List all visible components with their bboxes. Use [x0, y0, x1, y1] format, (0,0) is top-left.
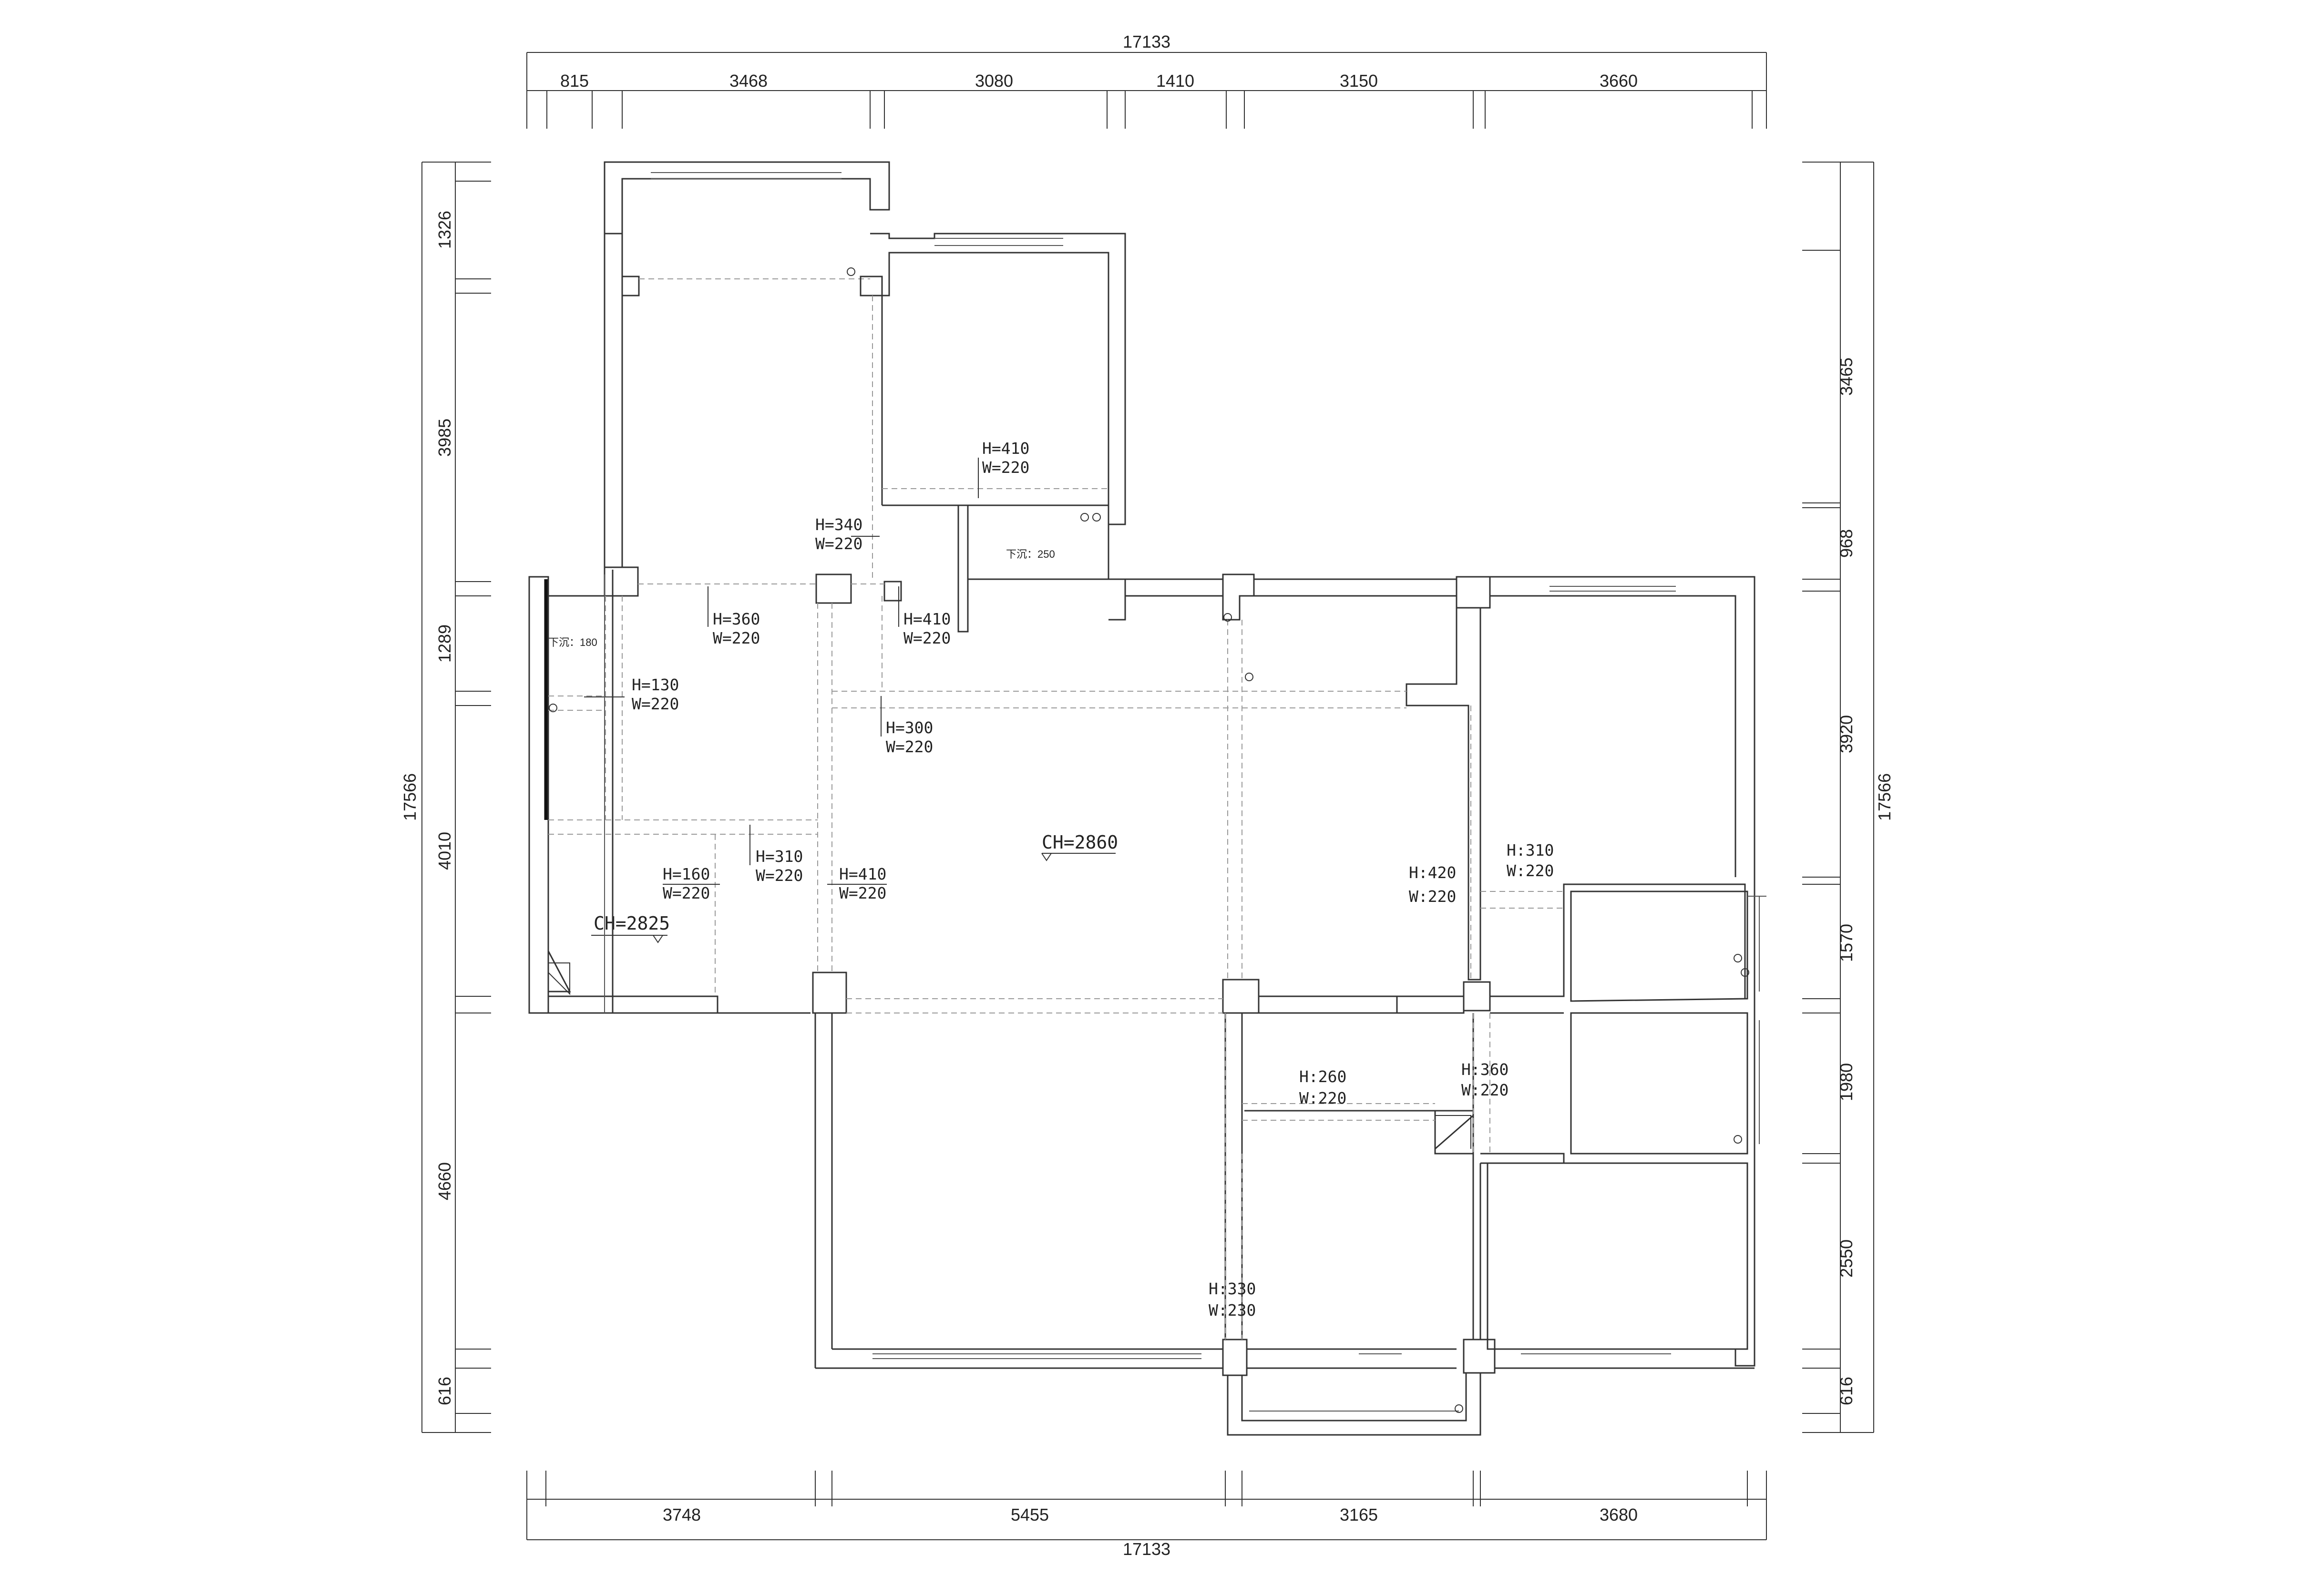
- fixtures: [548, 267, 1749, 1413]
- ceiling-height-main: CH=2860: [1041, 832, 1118, 861]
- beam-width: W=220: [903, 629, 951, 647]
- beam-label: H:330 W:230: [1209, 1279, 1256, 1320]
- dimension-bottom: 3748 5455 3165 3680 17133: [526, 1471, 1767, 1559]
- dim-bottom-seg-2: 5455: [1011, 1505, 1049, 1524]
- beam-width: W=220: [815, 534, 862, 553]
- beam-label: H=310 W=220: [749, 825, 803, 885]
- beam-height: H=300: [886, 718, 933, 737]
- beam-height: H=410: [839, 865, 886, 883]
- dim-left-seg-4: 4010: [435, 832, 454, 870]
- beam-height: H=410: [903, 610, 951, 628]
- drain-icon: [1080, 513, 1089, 522]
- beam-label: H:360 W:220: [1461, 1060, 1509, 1099]
- dim-bottom-seg-3: 3165: [1340, 1505, 1378, 1524]
- dim-right-seg-1: 3465: [1837, 358, 1856, 396]
- beam-height: H:260: [1299, 1067, 1346, 1086]
- dim-left-seg-1: 1326: [435, 211, 454, 249]
- dimension-left: 17566 1326 3985 1289 4010 4660 616: [400, 162, 491, 1433]
- beam-label: H=300 W=220: [881, 696, 933, 756]
- drain-icon: [1455, 1404, 1463, 1413]
- beam-height: H:310: [1507, 841, 1554, 859]
- dim-right-total: 17566: [1875, 773, 1894, 821]
- ceiling-height-left: CH=2825: [591, 913, 670, 943]
- dim-bottom-total: 17133: [1123, 1539, 1170, 1559]
- beam-width: W:220: [1461, 1081, 1509, 1099]
- walls: [528, 161, 1766, 1436]
- dim-right-seg-7: 616: [1837, 1377, 1856, 1405]
- drain-icon: [549, 704, 557, 712]
- dim-top-seg-1: 815: [560, 71, 589, 91]
- beam-label: H=410 W=220: [827, 865, 887, 902]
- beam-width: W=220: [982, 458, 1029, 477]
- pipe-shaft-icon: [1435, 1115, 1471, 1149]
- dim-top-total: 17133: [1123, 32, 1170, 51]
- beam-width: W=220: [663, 884, 710, 902]
- dim-left-seg-2: 3985: [435, 419, 454, 457]
- sunken-label-bathroom: 下沉：250: [1006, 548, 1055, 560]
- beam-height: H:420: [1409, 863, 1456, 882]
- beam-width: W=220: [886, 737, 933, 756]
- dim-top-seg-6: 3660: [1600, 71, 1638, 91]
- dim-right-seg-2: 968: [1837, 529, 1856, 558]
- dim-left-total: 17566: [400, 773, 420, 821]
- dim-top-seg-2: 3468: [729, 71, 768, 91]
- dim-left-seg-3: 1289: [435, 624, 454, 663]
- beam-width: W:230: [1209, 1301, 1256, 1320]
- beam-height: H=340: [815, 515, 862, 534]
- beam-height: H:330: [1209, 1279, 1256, 1298]
- beam-label: H:310 W:220: [1507, 841, 1554, 880]
- dim-left-seg-5: 4660: [435, 1162, 454, 1200]
- beam-height: H=410: [982, 439, 1029, 458]
- beam-height: H=130: [632, 675, 679, 694]
- drain-icon: [1734, 954, 1742, 962]
- beam-label: H:420 W:220: [1409, 863, 1456, 906]
- pipe-shaft-icon: [548, 962, 570, 995]
- dim-top-seg-4: 1410: [1156, 71, 1194, 91]
- drain-icon: [1741, 968, 1749, 977]
- dimension-right: 17566 3465 968 3920 1570 1980 2550 616: [1802, 162, 1894, 1433]
- sunken-area-labels: 下沉：250 下沉：180: [548, 548, 1055, 648]
- beam-label: H=410 W=220: [978, 439, 1029, 498]
- ceiling-height-left-label: CH=2825: [594, 913, 670, 934]
- beam-label: H=360 W=220: [708, 586, 760, 647]
- beam-labels: H=410 W=220 H=340 W=220 H=360 W=220 H=41…: [584, 439, 1554, 1320]
- beam-height: H=360: [713, 610, 760, 628]
- dim-right-seg-6: 2550: [1837, 1239, 1856, 1278]
- beam-width: W=220: [839, 884, 886, 902]
- dim-bottom-seg-4: 3680: [1600, 1505, 1638, 1524]
- beam-label: H=130 W=220: [584, 675, 679, 713]
- balcony-frame: [604, 570, 614, 1013]
- drain-icon: [1245, 673, 1253, 681]
- beam-height: H=160: [663, 865, 710, 883]
- beam-label: H:260 W:220: [1299, 1067, 1346, 1107]
- drain-icon: [1092, 513, 1101, 522]
- dim-left-seg-6: 616: [435, 1377, 454, 1405]
- beam-width: W:220: [1299, 1089, 1346, 1107]
- beam-label: H=340 W=220: [815, 515, 880, 553]
- dim-bottom-seg-1: 3748: [663, 1505, 701, 1524]
- dim-top-seg-5: 3150: [1340, 71, 1378, 91]
- beam-width: W=220: [713, 629, 760, 647]
- beam-height: H:360: [1461, 1060, 1509, 1079]
- dim-right-seg-4: 1570: [1837, 924, 1856, 962]
- dim-top-seg-3: 3080: [975, 71, 1013, 91]
- drain-icon: [1734, 1135, 1742, 1144]
- dimension-top: 17133 815 3468 3080 1410 3150 3660: [526, 32, 1767, 129]
- beam-label: H=160 W=220: [663, 865, 720, 902]
- dim-right-seg-3: 3920: [1837, 715, 1856, 753]
- drain-icon: [1223, 613, 1232, 622]
- beam-height: H=310: [756, 847, 803, 866]
- ceiling-height-main-label: CH=2860: [1042, 832, 1118, 853]
- beam-label: H=410 W=220: [898, 586, 951, 647]
- dim-right-seg-5: 1980: [1837, 1063, 1856, 1101]
- drain-icon: [847, 267, 855, 276]
- sunken-label-balcony: 下沉：180: [548, 636, 597, 648]
- beam-lines: [548, 583, 1564, 1340]
- beam-width: W=220: [632, 695, 679, 713]
- beam-width: W:220: [1507, 861, 1554, 880]
- beam-width: W:220: [1409, 887, 1456, 906]
- beam-width: W=220: [756, 866, 803, 885]
